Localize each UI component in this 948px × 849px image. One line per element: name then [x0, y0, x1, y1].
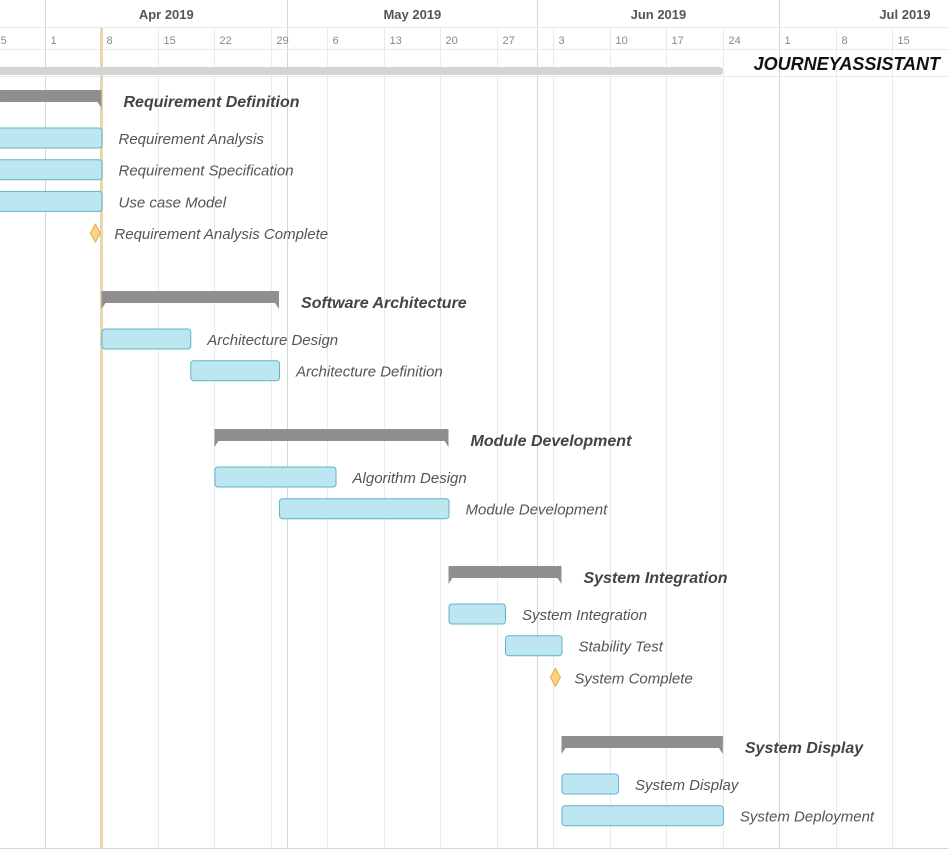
week-tick-label: 29 — [277, 35, 289, 47]
week-tick-label: 22 — [220, 35, 232, 47]
group-summary-bar — [0, 90, 102, 108]
task-bar — [214, 466, 337, 488]
month-label: May 2019 — [383, 7, 441, 22]
milestone-marker — [89, 223, 101, 244]
group-summary-bar — [214, 429, 449, 447]
week-tick-label: 8 — [107, 35, 113, 47]
task-label: Module Development — [466, 502, 609, 519]
week-tick-label: 8 — [842, 35, 848, 47]
group-label: Module Development — [471, 433, 633, 450]
group-label: Requirement Definition — [123, 94, 299, 111]
task-bar — [561, 773, 619, 795]
week-tick-label: 25 — [0, 35, 7, 47]
today-line — [99, 28, 103, 849]
week-tick-label: 24 — [729, 35, 741, 47]
task-label: Architecture Design — [206, 332, 338, 349]
month-label: Apr 2019 — [139, 7, 194, 22]
task-label: System Deployment — [740, 809, 875, 826]
group-label: Software Architecture — [301, 295, 467, 312]
today-marker — [99, 28, 103, 849]
task-bar — [448, 603, 506, 625]
task-label: System Integration — [522, 607, 647, 624]
project-summary-bar — [0, 67, 723, 75]
task-label: Architecture Definition — [295, 364, 443, 381]
group-summary-bar — [561, 736, 723, 754]
task-bar — [101, 328, 192, 350]
week-tick-label: 17 — [672, 35, 684, 47]
week-tick-label: 27 — [503, 35, 515, 47]
week-tick-label: 15 — [164, 35, 176, 47]
week-tick-label: 1 — [51, 35, 57, 47]
group-summary-bar — [448, 566, 562, 584]
week-tick-label: 10 — [616, 35, 628, 47]
week-tick-label: 20 — [446, 35, 458, 47]
task-bar — [190, 360, 281, 382]
group-summary-bar — [101, 291, 280, 309]
milestone-label: Requirement Analysis Complete — [114, 226, 328, 243]
task-bar — [0, 190, 103, 212]
task-bar — [0, 159, 103, 181]
task-bar — [279, 498, 450, 520]
task-bars — [0, 67, 724, 827]
task-bar — [0, 127, 103, 149]
week-tick-label: 6 — [333, 35, 339, 47]
task-bar — [504, 635, 563, 657]
week-tick-label: 13 — [390, 35, 402, 47]
group-label: System Integration — [583, 570, 727, 587]
month-label: Jun 2019 — [631, 7, 687, 22]
week-tick-label: 1 — [785, 35, 791, 47]
task-label: Requirement Specification — [118, 163, 293, 180]
task-bar — [561, 805, 724, 827]
task-labels: JOURNEYASSISTANT Requirement DefinitionRe… — [114, 54, 942, 826]
task-label: Use case Model — [118, 194, 226, 211]
task-label: Algorithm Design — [352, 470, 467, 487]
group-label: System Display — [745, 740, 864, 757]
milestone-label: System Complete — [574, 670, 692, 687]
month-label: Jul 2019 — [879, 7, 930, 22]
project-title: JOURNEYASSISTANT — [754, 54, 942, 74]
week-tick-label: 3 — [559, 35, 565, 47]
milestone-marker — [549, 667, 561, 688]
task-label: System Display — [635, 777, 740, 794]
week-tick-label: 15 — [898, 35, 910, 47]
task-label: Requirement Analysis — [118, 131, 264, 148]
task-label: Stability Test — [578, 639, 663, 656]
